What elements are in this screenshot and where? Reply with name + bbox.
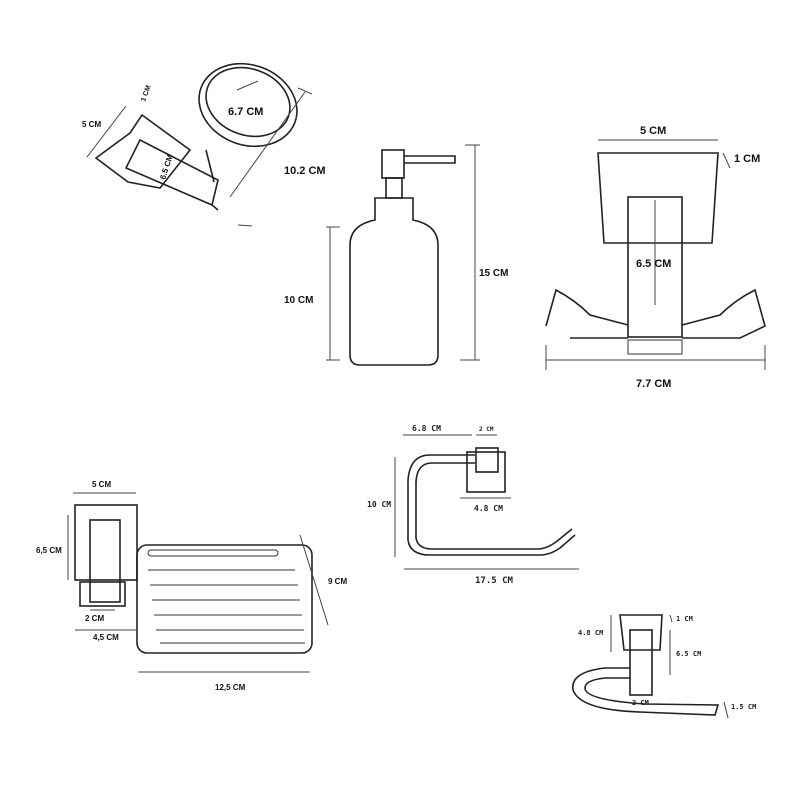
side-height-label: 6.5 CM (676, 650, 701, 658)
dish-depth-label: 9 CM (328, 577, 347, 586)
ring-arm-label: 6.8 CM (412, 424, 441, 433)
soap-dispenser-drawing: 10 CM 15 CM (284, 144, 508, 366)
ring-plate-label: 4.8 CM (474, 504, 503, 513)
tumbler-length-label: 10.2 CM (284, 165, 326, 177)
dish-offset-label: 4,5 CM (93, 633, 119, 642)
side-depth-label: 1 CM (676, 615, 693, 623)
hook-length-label: 7.7 CM (636, 378, 671, 390)
side-plate-label: 4.8 CM (578, 629, 603, 637)
towel-ring-side-drawing: 4.8 CM 1 CM 6.5 CM 2 CM 1.5 CM (572, 614, 756, 719)
tumbler-arm-label: 6.5 CM (158, 153, 175, 181)
dispenser-total-height-label: 15 CM (479, 268, 508, 279)
tumbler-diameter-label: 6.7 CM (228, 106, 263, 118)
hook-height-label: 6.5 CM (636, 258, 671, 270)
side-thickness-label: 1.5 CM (731, 703, 756, 711)
hook-depth-label: 1 CM (734, 153, 760, 165)
dispenser-body-height-label: 10 CM (284, 295, 313, 306)
dish-length-label: 12,5 CM (215, 683, 246, 692)
hook-width-label: 5 CM (640, 125, 666, 137)
dish-width-label: 5 CM (92, 480, 111, 489)
dish-base-label: 2 CM (85, 614, 104, 623)
tumbler-depth-label: 1 CM (140, 84, 152, 102)
ring-plate-depth-label: 2 CM (479, 426, 494, 433)
side-width-label: 2 CM (632, 699, 649, 707)
tumbler-holder-drawing: 5 CM 1 CM 6.7 CM 6.5 CM 10.2 CM (82, 62, 326, 227)
soap-dish-drawing: 5 CM 6,5 CM 2 CM 4,5 CM 9 CM 12,5 CM (36, 480, 347, 692)
ring-length-label: 17.5 CM (475, 576, 514, 586)
ring-height-label: 10 CM (367, 500, 391, 509)
robe-hook-drawing: 5 CM 1 CM 6.5 CM 7.7 CM (545, 125, 766, 390)
dish-height-label: 6,5 CM (36, 546, 62, 555)
towel-ring-drawing: 6.8 CM 2 CM 10 CM 4.8 CM 17.5 CM (367, 424, 579, 586)
tumbler-plate-label: 5 CM (82, 120, 101, 129)
